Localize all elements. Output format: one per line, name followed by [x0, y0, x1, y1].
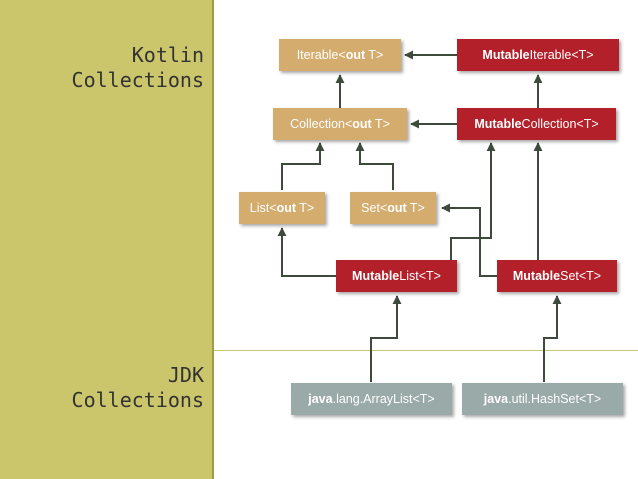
- arraylist-node: java.lang.ArrayList<T>: [291, 383, 452, 415]
- list-node: List<out T>: [239, 192, 325, 224]
- iterable-node: Iterable<out T>: [279, 39, 401, 71]
- mutable-collection-suffix: Collection<T>: [521, 117, 599, 131]
- mutable-collection-keyword: Mutable: [474, 117, 522, 131]
- mutable-set-node: MutableSet<T>: [497, 260, 617, 292]
- jdk-collections-title: JDK Collections: [71, 363, 204, 412]
- collection-suffix: T>: [371, 117, 390, 131]
- set-node: Set<out T>: [350, 192, 436, 224]
- mutable-iterable-keyword: Mutable: [482, 48, 530, 62]
- collection-node: Collection<out T>: [273, 108, 407, 140]
- arrow-mutablelist-to-list: [277, 227, 336, 277]
- sidebar-panel: [0, 0, 212, 479]
- arrow-set-to-collection: [355, 142, 394, 190]
- mutable-collection-node: MutableCollection<T>: [457, 108, 616, 140]
- mutable-list-suffix: List<T>: [399, 269, 441, 283]
- iterable-suffix: T>: [365, 48, 384, 62]
- list-suffix: T>: [296, 201, 315, 215]
- set-suffix: T>: [406, 201, 425, 215]
- mutable-list-node: MutableList<T>: [336, 260, 457, 292]
- arrow-hashset-to-mutableset: [543, 295, 562, 382]
- mutable-list-keyword: Mutable: [352, 269, 400, 283]
- mutable-iterable-node: MutableIterable<T>: [457, 39, 619, 71]
- arrow-arraylist-to-mutablelist: [370, 295, 402, 382]
- arrow-list-to-collection: [281, 142, 325, 190]
- arraylist-suffix: .lang.ArrayList<T>: [332, 392, 435, 406]
- kotlin-collections-title: Kotlin Collections: [71, 43, 204, 92]
- collection-keyword: out: [352, 117, 372, 131]
- arraylist-keyword: java: [308, 392, 333, 406]
- section-divider: [214, 350, 638, 351]
- sidebar-edge: [212, 0, 214, 479]
- mutable-set-suffix: Set<T>: [560, 269, 602, 283]
- arrow-mutablelist-to-mutablecollection: [450, 142, 496, 260]
- hashset-node: java.util.HashSet<T>: [462, 383, 623, 415]
- set-keyword: out: [387, 201, 407, 215]
- hashset-suffix: .util.HashSet<T>: [508, 392, 602, 406]
- mutable-iterable-suffix: Iterable<T>: [529, 48, 594, 62]
- iterable-keyword: out: [345, 48, 366, 62]
- hashset-keyword: java: [483, 392, 509, 406]
- iterable-prefix: Iterable<: [296, 48, 346, 62]
- list-prefix: List<: [249, 201, 277, 215]
- arrow-mutableset-to-set: [441, 203, 497, 277]
- mutable-set-keyword: Mutable: [512, 269, 561, 283]
- list-keyword: out: [276, 201, 296, 215]
- set-prefix: Set<: [361, 201, 388, 215]
- collection-prefix: Collection<: [290, 117, 353, 131]
